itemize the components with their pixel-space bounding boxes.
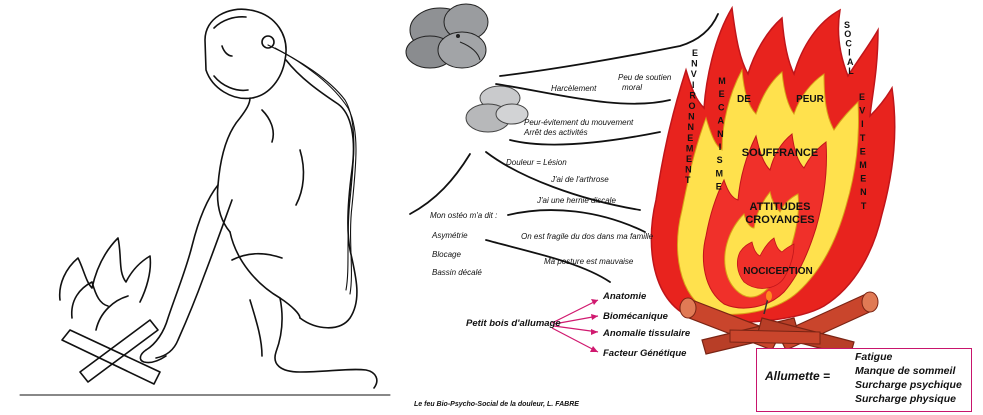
vertical-letter-mecanisme: C xyxy=(718,102,725,112)
kindling-item-biomecanique: Biomécanique xyxy=(603,311,668,322)
vertical-letter-evitement: M xyxy=(859,160,867,170)
vertical-letter-environnement: M xyxy=(686,143,694,153)
vertical-letter-mecanisme: A xyxy=(718,116,725,126)
wind-puffs xyxy=(465,85,529,133)
kindling-arrowheads xyxy=(590,299,598,352)
label-soutien-1: Peu de soutien xyxy=(618,73,672,82)
label-croyances: CROYANCES xyxy=(745,214,814,226)
vertical-letter-social: A xyxy=(847,57,854,67)
label-souffrance: SOUFFRANCE xyxy=(742,147,818,159)
vertical-letter-mecanisme: N xyxy=(717,129,724,139)
vertical-letter-social: I xyxy=(848,48,851,58)
label-posture: Ma posture est mauvaise xyxy=(544,257,634,266)
label-douleur: Douleur = Lésion xyxy=(506,158,567,167)
vertical-letter-environnement: O xyxy=(688,101,695,111)
label-peur: PEUR xyxy=(796,94,825,105)
vertical-letter-social: O xyxy=(844,29,851,39)
vertical-letter-evitement: E xyxy=(859,92,865,102)
kindling-arrows xyxy=(551,299,599,353)
kindling-item-anatomie: Anatomie xyxy=(603,291,647,302)
match-box: Allumette = Fatigue Manque de sommeil Su… xyxy=(756,348,972,412)
vertical-letter-evitement: I xyxy=(861,119,864,129)
vertical-letter-evitement: N xyxy=(860,187,867,197)
label-arret: Arrêt des activités xyxy=(524,128,588,137)
label-harcelement: Harcèlement xyxy=(551,84,597,93)
vertical-letter-environnement: N xyxy=(691,59,698,69)
vertical-letter-social: L xyxy=(848,66,854,76)
match-item-psychique: Surcharge psychique xyxy=(855,379,962,391)
vertical-letter-environnement: V xyxy=(691,69,697,79)
label-peur-evitement: Peur-évitement du mouvement xyxy=(524,118,634,127)
vertical-letter-environnement: E xyxy=(692,48,698,58)
vertical-letter-evitement: E xyxy=(860,146,866,156)
vertical-letter-social: S xyxy=(844,20,850,30)
vertical-letter-evitement: T xyxy=(861,201,867,211)
label-hernie: J'ai une hernie discale xyxy=(537,196,616,205)
label-fragile: On est fragile du dos dans ma famille xyxy=(521,232,654,241)
kindling-item-anomalie: Anomalie tissulaire xyxy=(603,328,691,339)
vertical-letter-mecanisme: M xyxy=(715,168,723,178)
label-nociception: NOCICEPTION xyxy=(743,266,812,277)
vertical-letter-environnement: I xyxy=(692,80,695,90)
vertical-letter-mecanisme: M xyxy=(718,76,726,86)
vertical-letter-mecanisme: S xyxy=(717,155,723,165)
label-bassin: Bassin décalé xyxy=(432,268,482,277)
label-blocage: Blocage xyxy=(432,250,461,259)
label-arthrose: J'ai de l'arthrose xyxy=(551,175,609,184)
vertical-letter-environnement: N xyxy=(688,112,695,122)
vertical-letter-social: C xyxy=(845,38,852,48)
label-de: DE xyxy=(737,94,751,105)
vertical-letter-evitement: E xyxy=(860,174,866,184)
label-soutien-2: moral xyxy=(622,83,643,92)
label-osteo: Mon ostéo m'a dit : xyxy=(430,211,498,220)
engraving-kneeling-figure xyxy=(19,8,391,396)
vertical-letter-environnement: N xyxy=(688,122,695,132)
kindling-title: Petit bois d'allumage xyxy=(466,318,561,329)
vertical-letter-mecanisme: I xyxy=(719,142,722,152)
vertical-letter-environnement: R xyxy=(689,90,696,100)
match-item-physique: Surcharge physique xyxy=(855,393,956,405)
label-asymetrie: Asymétrie xyxy=(432,231,468,240)
vertical-letter-environnement: E xyxy=(687,133,693,143)
vertical-letter-environnement: N xyxy=(685,165,692,175)
match-title: Allumette = xyxy=(765,369,831,383)
vertical-letter-environnement: E xyxy=(686,154,692,164)
kindling-item-genetique: Facteur Génétique xyxy=(603,348,687,359)
caption: Le feu Bio-Psycho-Social de la douleur, … xyxy=(414,401,579,408)
vertical-letter-mecanisme: E xyxy=(716,182,722,192)
vertical-letter-mecanisme: E xyxy=(719,89,725,99)
match-item-fatigue: Fatigue xyxy=(855,351,893,363)
match-item-sommeil: Manque de sommeil xyxy=(855,365,956,377)
vertical-letter-environnement: T xyxy=(685,175,691,185)
label-attitudes: ATTITUDES xyxy=(750,201,811,213)
fire-diagram: DE PEUR SOUFFRANCE ATTITUDES CROYANCES N… xyxy=(405,3,896,357)
vertical-letter-evitement: V xyxy=(859,106,865,116)
wind-cloud xyxy=(405,3,489,69)
wind-lines xyxy=(409,13,719,283)
vertical-letter-evitement: T xyxy=(860,133,866,143)
